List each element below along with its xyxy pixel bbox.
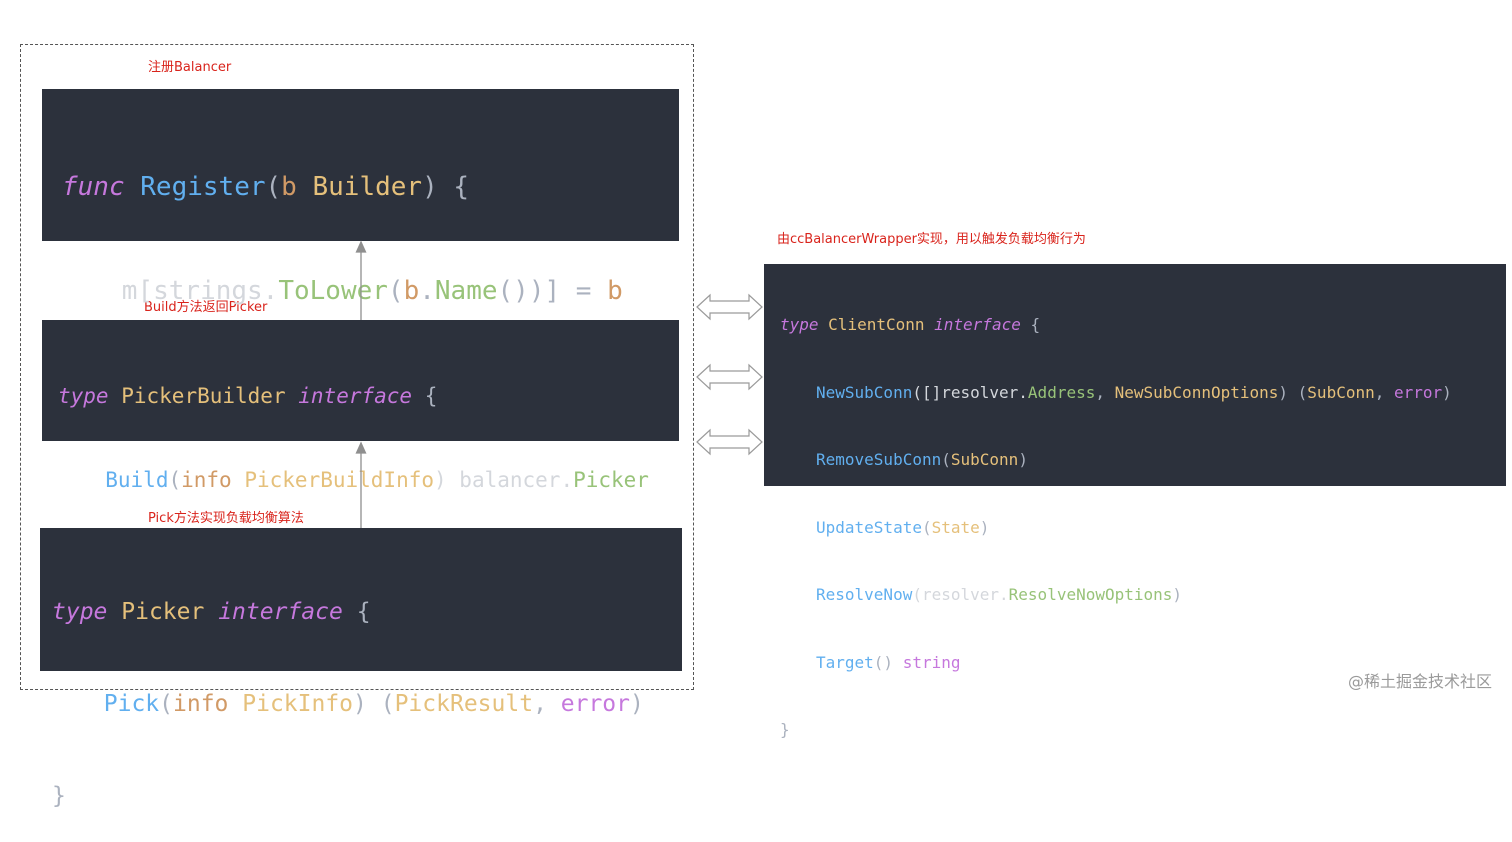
code-block-pickerbuilder: type PickerBuilder interface { Build(inf… — [42, 320, 679, 576]
label-clientconn: 由ccBalancerWrapper实现，用以触发负载均衡行为 — [777, 232, 1086, 247]
code-type: Picker — [121, 599, 205, 625]
code-punct: { — [356, 599, 371, 625]
code-type: PickerBuildInfo — [244, 468, 435, 492]
code-type: Picker — [573, 468, 649, 492]
double-arrow-3 — [696, 428, 763, 456]
label-pick: Pick方法实现负载均衡算法 — [148, 511, 304, 526]
code-line: NewSubConn([]resolver.Address, NewSubCon… — [780, 378, 1506, 408]
code-block-clientconn: type ClientConn interface { NewSubConn([… — [764, 264, 1506, 739]
double-arrow-2 — [696, 363, 763, 391]
code-punct: ( — [387, 276, 404, 306]
code-param: b — [281, 172, 297, 202]
code-punct: ) { — [422, 172, 470, 202]
code-punct: ( — [265, 172, 282, 202]
code-text: ([]resolver. — [912, 382, 1028, 402]
code-function: Register — [140, 172, 266, 202]
watermark: @稀土掘金技术社区 — [1347, 672, 1492, 691]
code-line: type PickerBuilder interface { — [58, 378, 679, 414]
arrow-up-to-register — [355, 240, 367, 320]
code-line: ResolveNow(resolver.ResolveNowOptions) — [780, 580, 1506, 610]
code-punct: ())] = — [497, 276, 608, 306]
code-punct: { — [424, 384, 438, 408]
code-line: RemoveSubConn(SubConn) — [780, 445, 1506, 475]
code-punct: () — [873, 652, 903, 672]
code-punct: ) — [1442, 382, 1452, 402]
label-build: Build方法返回Picker — [144, 300, 268, 315]
code-type: SubConn — [1307, 382, 1375, 402]
code-type: ResolveNowOptions — [1008, 585, 1173, 604]
arrows-layer — [355, 240, 763, 528]
code-keyword: type — [58, 384, 109, 408]
code-punct: ) — [1172, 585, 1183, 604]
code-keyword: type — [780, 315, 819, 334]
code-keyword: interface — [298, 384, 413, 408]
code-type: SubConn — [950, 450, 1019, 469]
code-text: (resolver. — [912, 585, 1009, 604]
code-function: RemoveSubConn — [816, 450, 942, 469]
arrow-up-to-pickerbuilder — [355, 441, 367, 528]
code-punct: , — [1095, 382, 1115, 402]
code-punct: ) ( — [1278, 382, 1308, 402]
code-punct: ( — [921, 517, 932, 537]
code-type: ClientConn — [828, 315, 925, 334]
code-line: Build(info PickerBuildInfo) balancer.Pic… — [58, 462, 679, 498]
code-keyword: interface — [218, 599, 343, 625]
code-function: ToLower — [278, 276, 388, 306]
local-component-frame — [20, 44, 694, 690]
code-line: type ClientConn interface { — [780, 310, 1506, 340]
code-punct: ( — [941, 450, 951, 469]
code-param: info — [181, 468, 232, 492]
code-type: string — [902, 652, 961, 672]
code-type: error — [1394, 382, 1443, 402]
code-function: NewSubConn — [816, 382, 913, 402]
code-function: Build — [105, 468, 169, 492]
code-block-register: func Register(b Builder) { m[strings.ToL… — [42, 89, 679, 410]
code-line: UpdateState(State) — [780, 513, 1506, 543]
code-punct: , — [1374, 382, 1394, 402]
code-keyword: func — [62, 172, 125, 202]
code-text: ) balancer. — [434, 468, 574, 492]
code-punct: ) — [1018, 450, 1028, 469]
code-function: ResolveNow — [816, 585, 913, 604]
code-type: NewSubConnOptions — [1114, 382, 1279, 402]
code-keyword: interface — [934, 315, 1021, 334]
code-punct: . — [419, 276, 435, 306]
code-param: b — [403, 276, 420, 306]
code-function: UpdateState — [816, 517, 922, 537]
code-param: b — [607, 276, 623, 306]
code-keyword: type — [52, 599, 108, 625]
code-type: Builder — [312, 172, 423, 202]
label-register: 注册Balancer — [148, 60, 232, 75]
code-function: Name — [434, 276, 498, 306]
code-line: } — [780, 720, 790, 739]
code-line: Target() string — [780, 648, 1506, 678]
double-arrow-1 — [696, 293, 763, 321]
code-type: PickerBuilder — [121, 384, 286, 408]
code-line: func Register(b Builder) { — [62, 165, 679, 209]
code-line: type Picker interface { — [52, 592, 682, 632]
code-line: m[strings.ToLower(b.Name())] = b — [62, 269, 679, 313]
code-punct: ( — [168, 468, 182, 492]
code-punct: { — [1030, 315, 1041, 334]
code-function: Target — [816, 652, 874, 672]
code-punct: ) — [979, 517, 990, 537]
code-text: m[strings. — [121, 276, 279, 306]
code-type: State — [931, 517, 980, 537]
code-line: } — [52, 783, 66, 809]
code-type: Address — [1027, 382, 1096, 402]
